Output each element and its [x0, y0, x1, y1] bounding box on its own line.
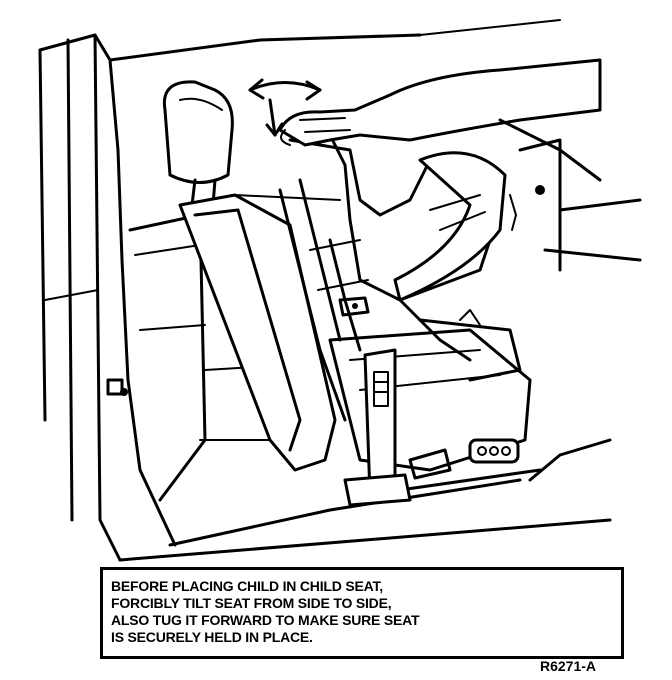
front-seat-cushion	[328, 328, 542, 492]
instruction-caption-box: BEFORE PLACING CHILD IN CHILD SEAT, FORC…	[100, 567, 624, 659]
seat-belt-buckle	[343, 348, 412, 507]
forward-tug-arrow-icon	[265, 98, 284, 137]
caption-line-4: IS SECURELY HELD IN PLACE.	[111, 629, 313, 645]
side-to-side-arrow-icon	[248, 78, 322, 101]
door-latch	[106, 378, 128, 396]
seat-headrest	[162, 80, 234, 207]
caption-line-2: FORCIBLY TILT SEAT FROM SIDE TO SIDE,	[111, 595, 392, 611]
front-seat-back	[178, 193, 341, 472]
right-door-trim	[509, 138, 562, 272]
caption-line-3: ALSO TUG IT FORWARD TO MAKE SURE SEAT	[111, 612, 420, 628]
door-frame	[38, 19, 561, 562]
child-safety-seat	[278, 133, 522, 422]
seat-belt	[328, 238, 370, 352]
child-seat-installation-illustration	[38, 19, 642, 562]
caption-line-1: BEFORE PLACING CHILD IN CHILD SEAT,	[111, 578, 383, 594]
figure-reference-code: R6271-A	[540, 658, 597, 674]
floor-sill	[118, 438, 612, 562]
